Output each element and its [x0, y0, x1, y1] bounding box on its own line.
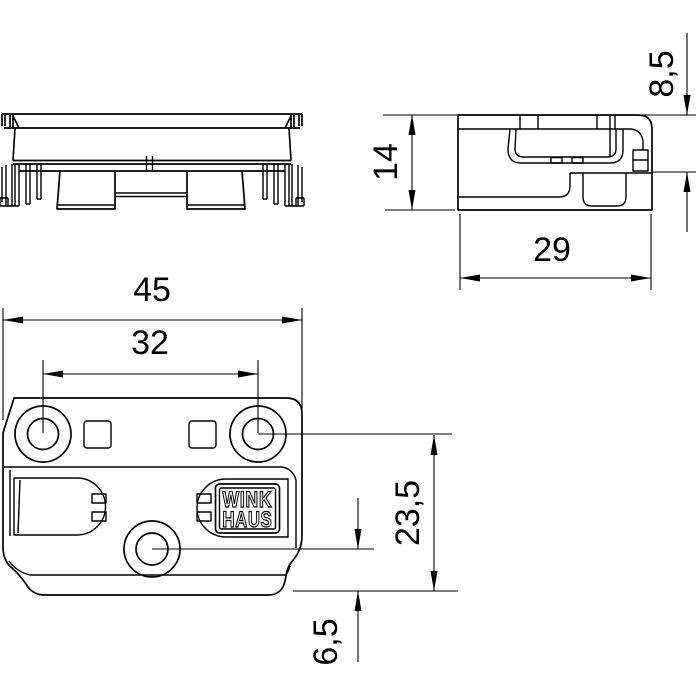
front-view [0, 113, 305, 210]
front-view-top-band [1, 113, 303, 129]
dim-29: 29 [459, 214, 652, 290]
plan-view-square-recess-left [83, 420, 112, 449]
dim-45-label: 45 [133, 271, 171, 309]
logo-line-2: HAUS [223, 507, 273, 532]
plan-view-left-pocket [13, 477, 107, 536]
dim-45: 45 [2, 271, 303, 420]
side-view-corner-detail [632, 149, 649, 172]
plan-view-outline [2, 397, 303, 596]
plan-view: WINK HAUS [2, 397, 303, 596]
front-view-base [0, 164, 305, 210]
dim-32-label: 32 [131, 324, 169, 362]
side-view-pocket-floor-tabs [550, 156, 584, 164]
plan-view-logo-plate [196, 478, 289, 538]
front-view-body [12, 127, 292, 171]
dim-29-label: 29 [533, 231, 571, 269]
front-view-right-foot [186, 170, 246, 210]
dim-23-5: 23,5 [258, 433, 458, 592]
dim-6-5-label: 6,5 [307, 618, 345, 665]
dim-14: 14 [367, 114, 458, 211]
logo-inner-frame [218, 487, 277, 530]
side-view-groove [582, 173, 627, 207]
dim-14-label: 14 [367, 143, 405, 181]
side-view-pocket-inner [514, 128, 617, 158]
winkhaus-logo: WINK HAUS [214, 483, 281, 534]
plan-view-left-pocket-tabs [91, 493, 107, 522]
plan-view-square-recess-right [188, 420, 217, 449]
side-view-top-tabs [519, 115, 616, 129]
plan-view-logo-plate-tabs [196, 493, 212, 522]
plan-view-step-line [4, 466, 297, 548]
side-view-floor-step [459, 173, 571, 198]
dim-6-5: 6,5 [152, 498, 374, 666]
logo-line-1: WINK [223, 487, 273, 512]
plan-view-bottom-band [8, 560, 291, 576]
side-view-top-face-line [458, 128, 644, 150]
front-view-left-foot [56, 170, 116, 210]
dim-23-5-label: 23,5 [389, 480, 427, 546]
dim-8-5: 8,5 [640, 33, 696, 232]
side-view-pocket-outer [507, 128, 624, 164]
side-view-outline [457, 114, 653, 211]
logo-outer-frame [214, 483, 281, 534]
dim-8-5-label: 8,5 [643, 50, 681, 97]
dim-32: 32 [42, 324, 259, 433]
side-view [457, 114, 653, 211]
